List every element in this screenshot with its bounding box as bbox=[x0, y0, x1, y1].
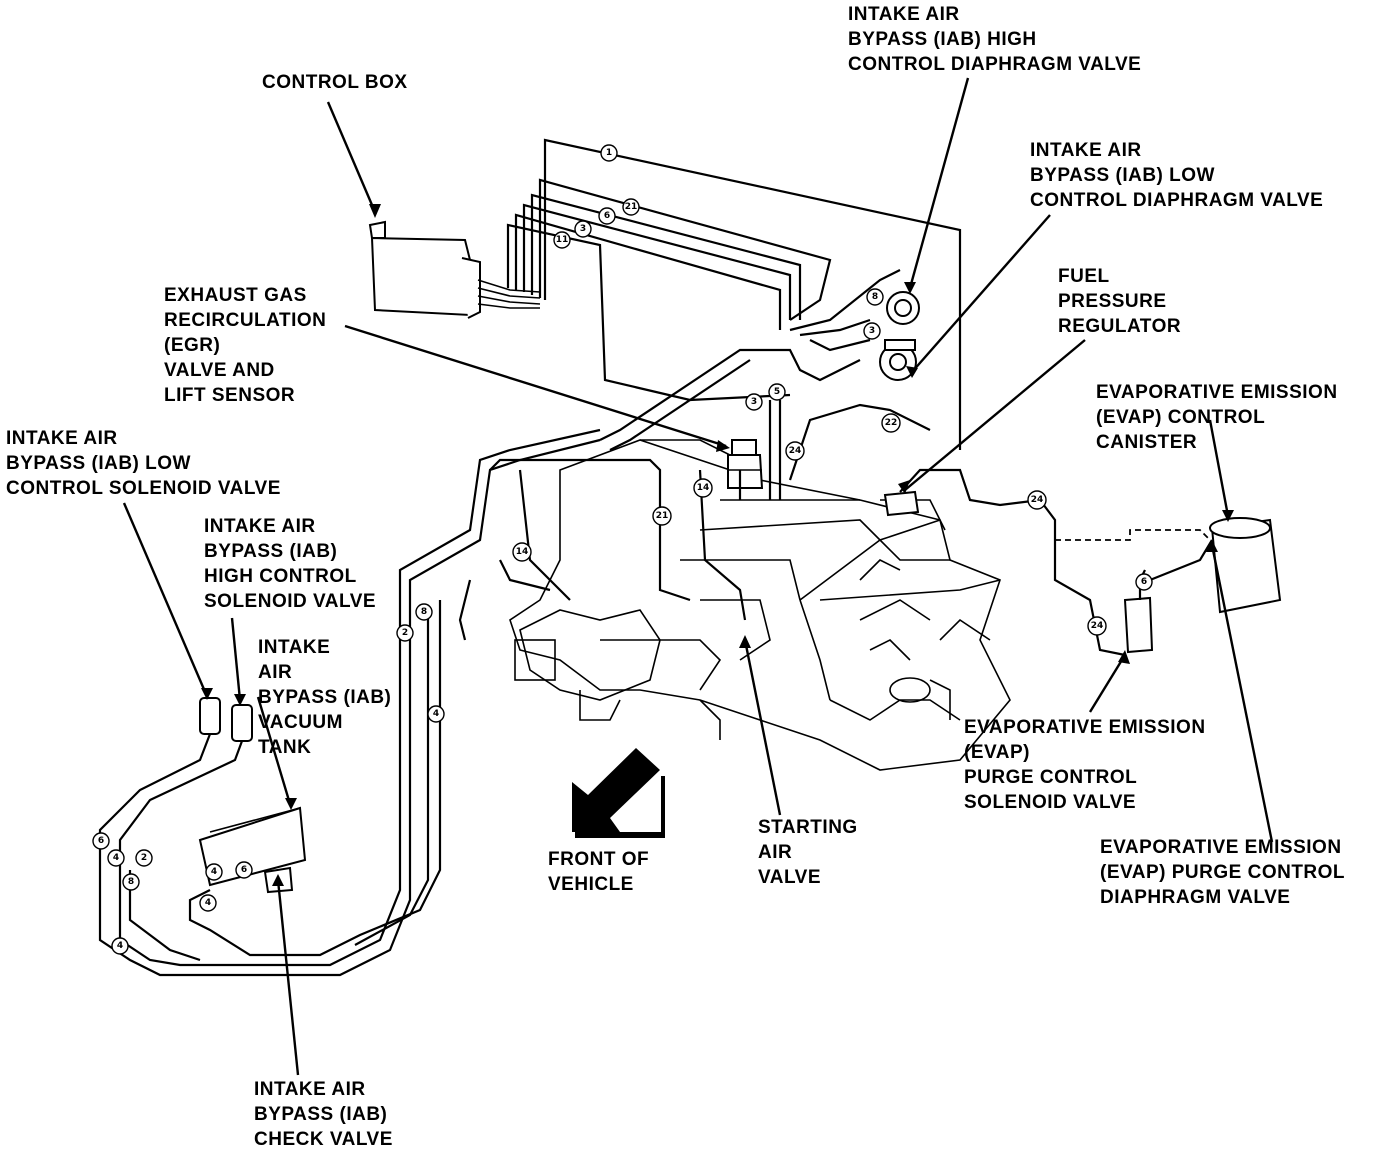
hose-tag-top-3: 3 bbox=[574, 220, 592, 238]
iab-high-control-solenoid-valve-label: INTAKE AIR BYPASS (IAB) HIGH CONTROL SOL… bbox=[204, 516, 377, 612]
fuel-pressure-regulator-label: FUEL PRESSURE REGULATOR bbox=[1058, 266, 1182, 337]
svg-text:6: 6 bbox=[1141, 577, 1147, 587]
hose-tag-left-8: 8 bbox=[415, 603, 433, 621]
iab-low-control-diaphragm-valve-label: INTAKE AIR BYPASS (IAB) LOW CONTROL DIAP… bbox=[1030, 140, 1324, 211]
egr-valve-part bbox=[727, 439, 764, 489]
hose-tag-evap-6: 6 bbox=[1135, 573, 1153, 591]
hose-tag-tank-4: 4 bbox=[205, 863, 223, 881]
front-of-vehicle-label: FRONT OF VEHICLE bbox=[548, 849, 650, 895]
iab-low-control-solenoid-valve-label: INTAKE AIR BYPASS (IAB) LOW CONTROL SOLE… bbox=[6, 428, 281, 499]
svg-text:21: 21 bbox=[656, 511, 669, 521]
hose-tag-top-11: 11 bbox=[553, 231, 571, 249]
svg-text:8: 8 bbox=[128, 877, 134, 887]
hose-tag-mid-3: 3 bbox=[745, 393, 763, 411]
hose-tag-mid-5: 5 bbox=[768, 383, 786, 401]
svg-text:4: 4 bbox=[433, 709, 439, 719]
svg-text:4: 4 bbox=[211, 867, 217, 877]
starting-air-valve-label: STARTING AIR VALVE bbox=[758, 817, 858, 888]
hose-tag-dv-8: 8 bbox=[866, 288, 884, 306]
svg-text:3: 3 bbox=[751, 397, 757, 407]
iab-high-control-diaphragm-valve-label: INTAKE AIR BYPASS (IAB) HIGH CONTROL DIA… bbox=[848, 4, 1142, 75]
control-box-part bbox=[368, 220, 541, 319]
hose-tag-tank-4b: 4 bbox=[199, 894, 217, 912]
hose-tag-lp-8: 8 bbox=[122, 873, 140, 891]
hose-tag-lp-6: 6 bbox=[92, 832, 110, 850]
svg-text:14: 14 bbox=[516, 547, 529, 557]
hose-tag-mid-22: 22 bbox=[881, 413, 901, 433]
svg-text:2: 2 bbox=[402, 628, 408, 638]
svg-text:24: 24 bbox=[789, 446, 802, 456]
svg-text:1: 1 bbox=[606, 148, 612, 158]
evap-purge-control-diaphragm-valve-label: EVAPORATIVE EMISSION (EVAP) PURGE CONTRO… bbox=[1100, 837, 1346, 908]
hose-tag-mid-24: 24 bbox=[785, 441, 805, 461]
hose-tag-egr-14: 14 bbox=[693, 478, 713, 498]
hose-tag-tank-6: 6 bbox=[235, 861, 253, 879]
hose-tag-left-14: 14 bbox=[512, 542, 532, 562]
left-hose-routing bbox=[98, 400, 931, 977]
iab-check-valve-label: INTAKE AIR BYPASS (IAB) CHECK VALVE bbox=[254, 1079, 393, 1150]
svg-text:24: 24 bbox=[1091, 621, 1104, 631]
hose-tag-left-2: 2 bbox=[396, 624, 414, 642]
svg-text:8: 8 bbox=[872, 292, 878, 302]
svg-text:4: 4 bbox=[205, 898, 211, 908]
callout-arrows bbox=[122, 77, 1274, 1076]
hose-tag-top-21: 21 bbox=[622, 198, 640, 216]
hose-tag-center-21: 21 bbox=[652, 506, 672, 526]
front-of-vehicle-arrow bbox=[572, 748, 665, 838]
evap-control-canister-label: EVAPORATIVE EMISSION (EVAP) CONTROL CANI… bbox=[1096, 382, 1338, 453]
svg-text:6: 6 bbox=[241, 865, 247, 875]
upper-hose-bundle bbox=[506, 138, 962, 451]
svg-text:4: 4 bbox=[117, 941, 123, 951]
hose-tag-evap-24a: 24 bbox=[1027, 490, 1047, 510]
hose-tag-top-6: 6 bbox=[598, 207, 616, 225]
iab-diaphragm-valves-part bbox=[879, 291, 920, 381]
hose-tag-left-4: 4 bbox=[427, 705, 445, 723]
svg-text:24: 24 bbox=[1031, 495, 1044, 505]
iab-vacuum-tank-label: INTAKE AIR BYPASS (IAB) VACUUM TANK bbox=[258, 637, 392, 758]
svg-text:3: 3 bbox=[580, 224, 586, 234]
svg-text:5: 5 bbox=[774, 387, 780, 397]
hose-tag-dv-3: 3 bbox=[863, 322, 881, 340]
svg-text:22: 22 bbox=[885, 418, 898, 428]
evap-system-part bbox=[1039, 499, 1282, 657]
hose-tag-evap-24b: 24 bbox=[1087, 616, 1107, 636]
egr-valve-label: EXHAUST GAS RECIRCULATION (EGR) VALVE AN… bbox=[164, 285, 327, 406]
svg-text:6: 6 bbox=[98, 836, 104, 846]
left-solenoids-part bbox=[198, 697, 307, 894]
svg-text:4: 4 bbox=[113, 853, 119, 863]
hose-tag-lp-4b: 4 bbox=[111, 937, 129, 955]
svg-text:11: 11 bbox=[556, 235, 569, 245]
svg-text:8: 8 bbox=[421, 607, 427, 617]
evap-purge-control-solenoid-valve-label: EVAPORATIVE EMISSION (EVAP) PURGE CONTRO… bbox=[964, 717, 1206, 813]
svg-text:14: 14 bbox=[697, 483, 710, 493]
svg-text:3: 3 bbox=[869, 326, 875, 336]
hose-tag-top-1: 1 bbox=[600, 144, 618, 162]
svg-text:2: 2 bbox=[141, 853, 147, 863]
control-box-label: CONTROL BOX bbox=[262, 72, 408, 93]
svg-text:6: 6 bbox=[604, 211, 610, 221]
fuel-pressure-regulator-part bbox=[883, 468, 1041, 517]
svg-text:21: 21 bbox=[625, 202, 638, 212]
hose-tag-lp-4a: 4 bbox=[107, 849, 125, 867]
hose-tag-lp-2: 2 bbox=[135, 849, 153, 867]
